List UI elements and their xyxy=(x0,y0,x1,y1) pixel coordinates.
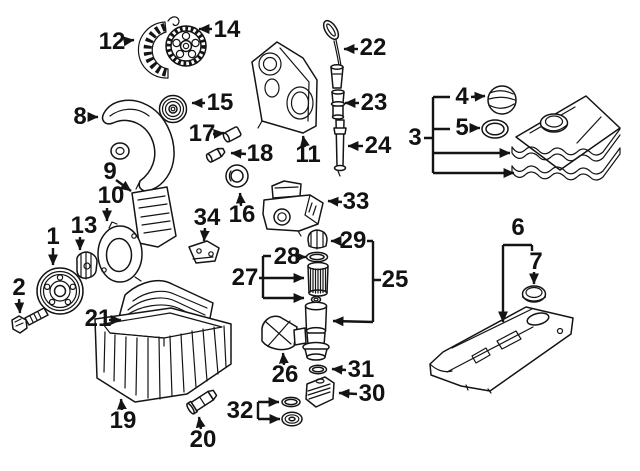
oil-pump xyxy=(262,180,324,237)
callout-label-20: 20 xyxy=(189,426,217,453)
mount-bracket xyxy=(188,240,220,264)
belt-guard-plate xyxy=(131,186,177,248)
callout-label-12: 12 xyxy=(98,28,126,55)
dipstick xyxy=(322,19,344,89)
callout-lines xyxy=(14,24,539,430)
housing-oring xyxy=(308,364,328,375)
callout-label-1: 1 xyxy=(46,223,60,250)
callout-label-3: 3 xyxy=(408,124,422,151)
seal-rings xyxy=(281,396,303,427)
timing-cover-rear xyxy=(251,41,318,134)
dipstick-tube xyxy=(333,119,347,177)
pulley-hub xyxy=(76,251,98,280)
filter-oring xyxy=(305,251,329,263)
oil-cooler xyxy=(305,376,335,408)
camshaft-cover xyxy=(429,306,574,394)
filler-cap-seal xyxy=(481,119,509,139)
callout-label-26: 26 xyxy=(271,361,299,388)
callout-label-19: 19 xyxy=(109,407,137,434)
callout-label-13: 13 xyxy=(70,212,98,239)
backing-plate xyxy=(97,221,143,283)
callout-label-6: 6 xyxy=(511,214,525,241)
callout-label-7: 7 xyxy=(529,248,543,275)
oil-filler-cap xyxy=(487,85,517,115)
callout-label-34: 34 xyxy=(193,204,221,231)
callout-label-2: 2 xyxy=(12,274,26,301)
callout-label-31: 31 xyxy=(347,356,375,383)
valve-cover xyxy=(511,95,621,181)
oil-pan xyxy=(94,307,232,403)
callout-label-25: 25 xyxy=(381,266,409,293)
filter-cartridge xyxy=(307,261,329,304)
filter-housing xyxy=(261,301,330,361)
callout-label-33: 33 xyxy=(342,188,370,215)
callout-label-30: 30 xyxy=(358,380,386,407)
crank-pulley xyxy=(36,267,84,315)
camshaft-gear xyxy=(165,25,207,67)
callout-label-4: 4 xyxy=(455,83,469,110)
idler-pulley xyxy=(158,94,188,124)
callout-label-23: 23 xyxy=(360,89,388,116)
callout-label-16: 16 xyxy=(228,201,256,228)
callout-label-28: 28 xyxy=(273,243,301,270)
timing-belt xyxy=(137,16,180,79)
callout-label-22: 22 xyxy=(359,34,387,61)
callout-label-17: 17 xyxy=(188,120,216,147)
callout-label-29: 29 xyxy=(339,227,367,254)
callout-label-10: 10 xyxy=(97,182,125,209)
callout-label-21: 21 xyxy=(84,305,112,332)
callout-label-27: 27 xyxy=(231,264,259,291)
callout-label-24: 24 xyxy=(364,132,392,159)
callout-label-8: 8 xyxy=(73,103,87,130)
crank-seal xyxy=(225,164,249,188)
drain-tube xyxy=(186,389,218,415)
callout-label-15: 15 xyxy=(206,89,234,116)
plug-18 xyxy=(205,147,226,163)
cover-seal xyxy=(521,285,547,303)
callout-label-9: 9 xyxy=(103,158,117,185)
timing-cover-front xyxy=(101,99,175,192)
plug-17 xyxy=(222,126,242,143)
callout-label-14: 14 xyxy=(213,16,241,43)
dipstick-adapter xyxy=(330,89,346,120)
callout-label-18: 18 xyxy=(246,140,274,167)
callout-label-5: 5 xyxy=(455,114,469,141)
filter-cap xyxy=(307,229,328,250)
callout-label-32: 32 xyxy=(226,397,254,424)
crank-bolt xyxy=(11,307,49,334)
callout-label-11: 11 xyxy=(295,141,321,168)
